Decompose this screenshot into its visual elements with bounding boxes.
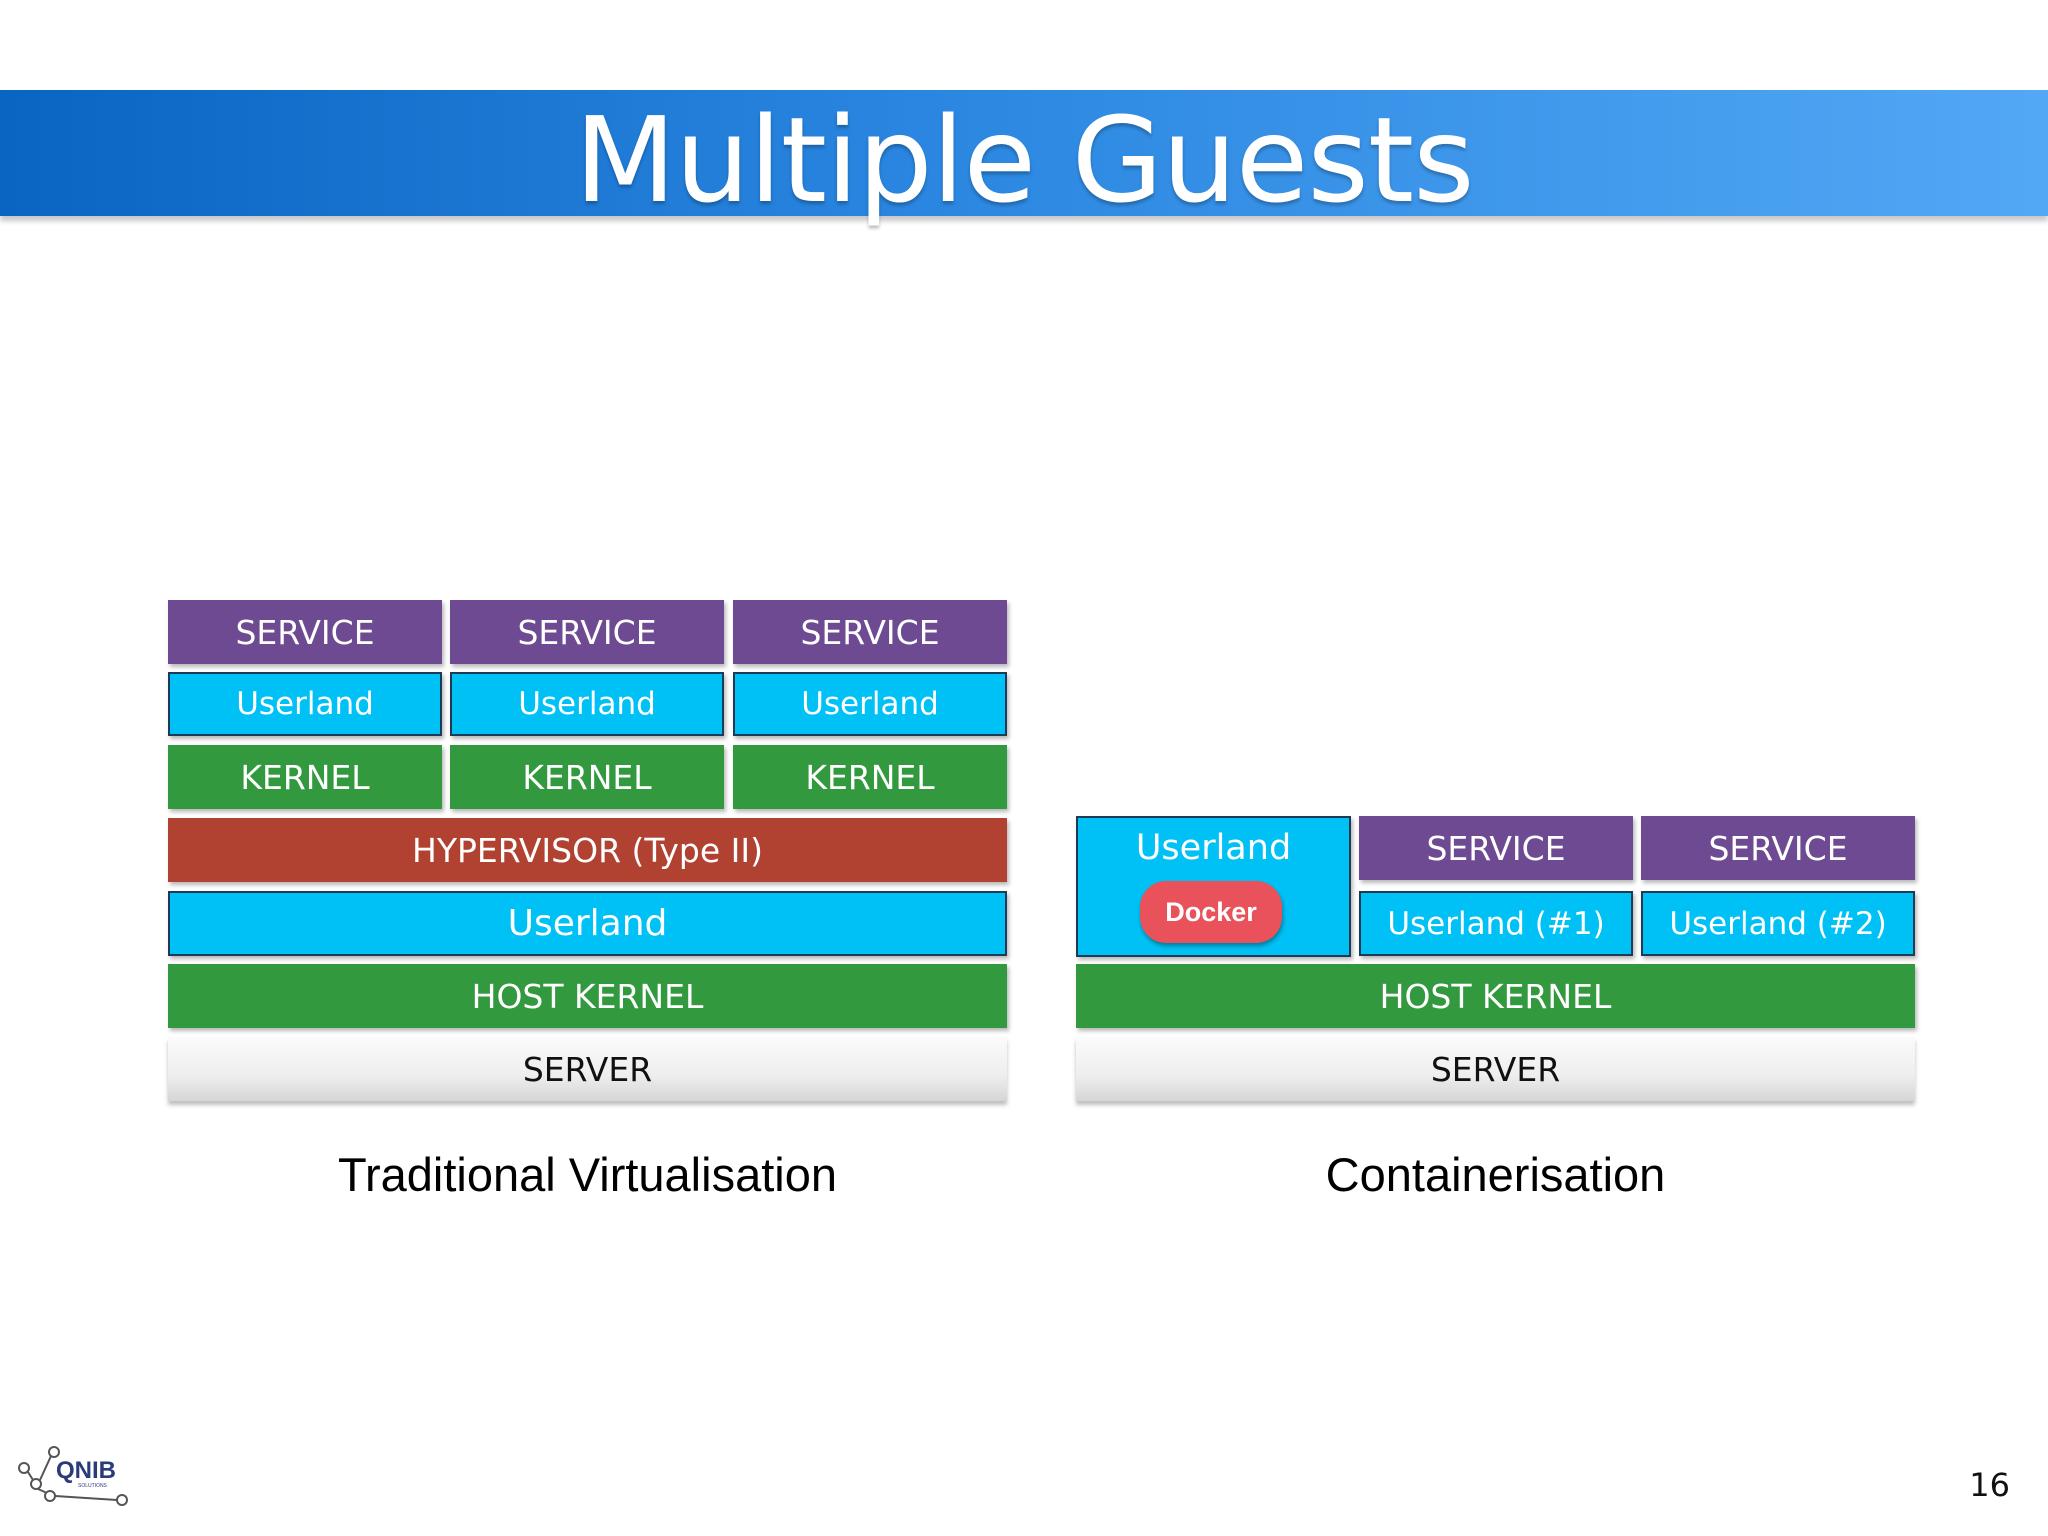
page-number: 16 xyxy=(1969,1466,2010,1504)
docker-userland-label: Userland xyxy=(1135,828,1292,868)
container-server-layer: SERVER xyxy=(1076,1037,1915,1101)
title-banner xyxy=(0,90,2048,216)
guest-2-service: SERVICE xyxy=(450,600,724,664)
guest-3-kernel: KERNEL xyxy=(733,745,1007,809)
container-1-service: SERVICE xyxy=(1359,816,1633,880)
container-2-service: SERVICE xyxy=(1641,816,1915,880)
host-userland-layer: Userland xyxy=(168,891,1007,956)
docker-userland-block: Userland Docker xyxy=(1076,816,1351,957)
hypervisor-layer: HYPERVISOR (Type II) xyxy=(168,818,1007,882)
guest-2-kernel: KERNEL xyxy=(450,745,724,809)
logo-text: QNIB xyxy=(56,1457,116,1484)
guest-1-service: SERVICE xyxy=(168,600,442,664)
traditional-caption: Traditional Virtualisation xyxy=(338,1148,837,1201)
guest-1-kernel: KERNEL xyxy=(168,745,442,809)
container-2-userland: Userland (#2) xyxy=(1641,891,1915,956)
docker-badge: Docker xyxy=(1140,881,1282,943)
container-1-userland: Userland (#1) xyxy=(1359,891,1633,956)
logo-subtext: SOLUTIONS xyxy=(78,1483,108,1489)
guest-3-service: SERVICE xyxy=(733,600,1007,664)
host-kernel-layer: HOST KERNEL xyxy=(168,964,1007,1028)
container-host-kernel-layer: HOST KERNEL xyxy=(1076,964,1915,1028)
qnib-logo: QNIB SOLUTIONS xyxy=(14,1440,154,1510)
guest-3-userland: Userland xyxy=(733,672,1007,736)
guest-1-userland: Userland xyxy=(168,672,442,736)
server-layer: SERVER xyxy=(168,1037,1007,1101)
guest-2-userland: Userland xyxy=(450,672,724,736)
containerisation-caption: Containerisation xyxy=(1325,1148,1666,1201)
slide-title: Multiple Guests xyxy=(574,91,1474,229)
